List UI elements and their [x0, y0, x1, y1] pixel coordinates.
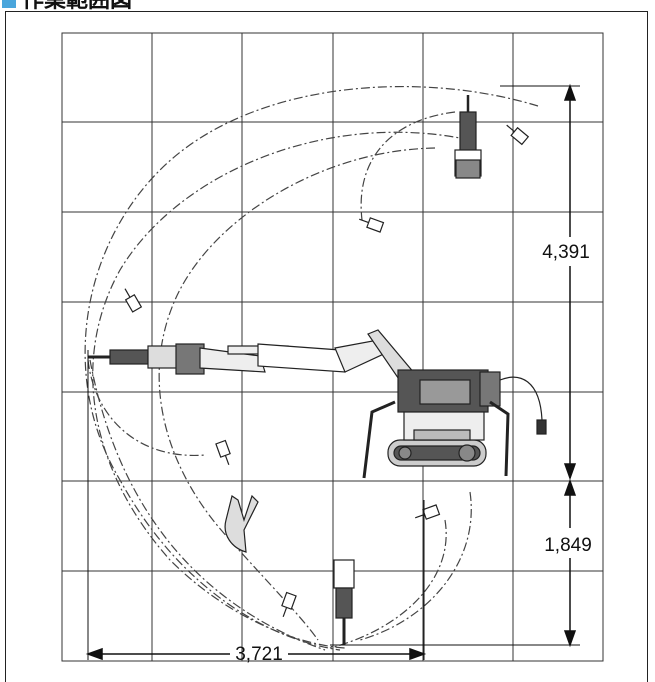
breaker-small-lower-left-icon	[215, 439, 231, 465]
breaker-top-vertical-icon	[454, 95, 482, 179]
breaker-small-lower-right-icon	[415, 504, 441, 520]
diagram-frame	[5, 11, 648, 682]
grid	[61, 32, 604, 662]
lower-right-arc	[359, 491, 472, 641]
upper-small-arc	[360, 111, 456, 221]
breaker-bottom-vertical-icon	[333, 559, 355, 645]
range-arcs	[84, 85, 539, 651]
lower-mid-arc	[329, 519, 447, 649]
dimension-max-height	[500, 83, 580, 481]
breaker-small-upper-right-icon	[506, 124, 530, 146]
left-swing-arc	[89, 359, 326, 651]
max-height-label: 4,391	[542, 242, 590, 263]
header-marker-icon	[2, 0, 16, 8]
max-reach-label: 3,721	[235, 644, 283, 665]
second-envelope-arc	[92, 131, 471, 649]
dimension-max-reach	[85, 350, 427, 661]
outer-envelope-arc	[84, 85, 539, 651]
demolition-machine	[88, 329, 547, 479]
breaker-small-left-icon	[124, 288, 143, 313]
section-title: 作業範囲図	[22, 0, 132, 12]
breaker-small-upper-mid-icon	[359, 217, 385, 233]
section-header: 作業範囲図	[0, 0, 655, 14]
machine-body	[362, 369, 547, 479]
bucket-attachment-icon	[224, 494, 259, 553]
inner-envelope-arc	[158, 147, 436, 641]
dimension-max-depth	[330, 478, 580, 648]
tool-positions	[124, 95, 530, 645]
max-depth-label: 1,849	[544, 535, 592, 556]
lower-left-arc	[87, 359, 206, 456]
extended-arm	[88, 329, 421, 389]
breaker-small-bottom-icon	[281, 591, 297, 617]
